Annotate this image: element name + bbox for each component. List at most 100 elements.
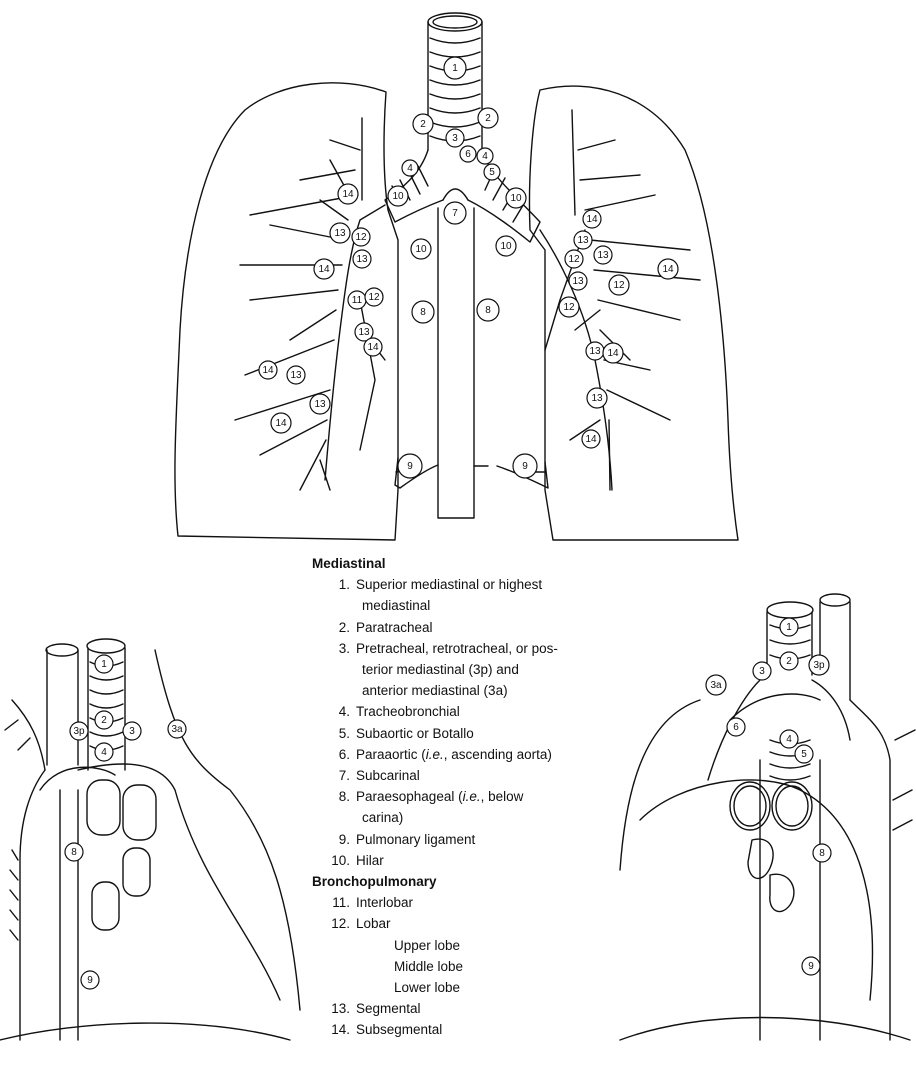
node-label: 14: [342, 189, 354, 200]
legend-continuation: carina): [312, 807, 632, 828]
node-station-12: 12: [365, 288, 383, 306]
node-label: 12: [563, 302, 575, 313]
legend-item: 10.Hilar: [312, 850, 632, 871]
node-label: 3: [452, 133, 458, 144]
node-station-9: 9: [81, 971, 99, 989]
legend-subitem: Lower lobe: [312, 977, 632, 998]
legend-item: 1.Superior mediastinal or highest: [312, 574, 632, 595]
node-station-12: 12: [565, 250, 583, 268]
node-label: 4: [786, 734, 792, 745]
node-label: 13: [572, 276, 584, 287]
legend-item: 7.Subcarinal: [312, 765, 632, 786]
node-station-3: 3: [123, 722, 141, 740]
node-label: 12: [355, 232, 367, 243]
node-label: 3p: [73, 726, 85, 737]
node-station-13: 13: [287, 366, 305, 384]
node-label: 13: [290, 370, 302, 381]
node-label: 3: [129, 726, 135, 737]
node-station-12: 12: [352, 228, 370, 246]
node-station-14: 14: [583, 210, 601, 228]
node-label: 1: [452, 63, 458, 74]
legend-item: 13.Segmental: [312, 998, 632, 1019]
node-station-1: 1: [95, 655, 113, 673]
right-lateral-view: [620, 594, 915, 1040]
node-label: 6: [733, 722, 739, 733]
node-label: 8: [485, 305, 491, 316]
node-label: 8: [819, 848, 825, 859]
node-station-13: 13: [594, 246, 612, 264]
legend-item: 3.Pretracheal, retrotracheal, or pos-: [312, 638, 632, 659]
node-label: 10: [500, 241, 512, 252]
node-station-9: 9: [513, 454, 537, 478]
node-label: 9: [87, 975, 93, 986]
node-label: 14: [318, 264, 330, 275]
node-label: 10: [510, 193, 522, 204]
legend-item: 11.Interlobar: [312, 892, 632, 913]
node-station-13: 13: [574, 231, 592, 249]
node-label: 2: [101, 715, 107, 726]
node-label: 14: [275, 418, 287, 429]
node-label: 13: [597, 250, 609, 261]
node-station-14: 14: [314, 259, 334, 279]
node-station-14: 14: [271, 413, 291, 433]
legend-item: 5.Subaortic or Botallo: [312, 723, 632, 744]
node-label: 12: [368, 292, 380, 303]
node-label: 13: [356, 254, 368, 265]
node-label: 2: [786, 656, 792, 667]
node-station-8: 8: [65, 843, 83, 861]
node-station-3a: 3a: [168, 720, 186, 738]
node-station-4: 4: [780, 730, 798, 748]
legend-item: 8.Paraesophageal (i.e., below: [312, 786, 632, 807]
node-label: 10: [392, 191, 404, 202]
node-station-3: 3: [446, 129, 464, 147]
node-label: 14: [585, 434, 597, 445]
node-station-10: 10: [496, 236, 516, 256]
node-label: 3a: [710, 680, 722, 691]
node-station-13: 13: [330, 223, 350, 243]
left-lateral-view: [0, 639, 300, 1040]
node-label: 5: [489, 167, 495, 178]
node-label: 9: [808, 961, 814, 972]
node-label: 13: [589, 346, 601, 357]
node-label: 10: [415, 244, 427, 255]
node-station-3a: 3a: [706, 675, 726, 695]
node-station-1: 1: [444, 57, 466, 79]
esophagus: [438, 208, 474, 518]
legend-subitem: Middle lobe: [312, 956, 632, 977]
node-station-3p: 3p: [70, 722, 88, 740]
node-station-12: 12: [559, 297, 579, 317]
node-label: 9: [522, 461, 528, 472]
node-station-10: 10: [411, 239, 431, 259]
node-label: 13: [358, 327, 370, 338]
legend-item: 2.Paratracheal: [312, 617, 632, 638]
legend-item: 14.Subsegmental: [312, 1019, 632, 1040]
node-station-2: 2: [413, 114, 433, 134]
node-station-4: 4: [477, 148, 493, 164]
node-station-11: 11: [348, 291, 366, 309]
node-label: 13: [591, 393, 603, 404]
node-label: 1: [101, 659, 107, 670]
node-label: 9: [407, 461, 413, 472]
legend-continuation: anterior mediastinal (3a): [312, 680, 632, 701]
node-station-14: 14: [582, 430, 600, 448]
node-label: 13: [314, 399, 326, 410]
node-station-4: 4: [95, 743, 113, 761]
node-station-1: 1: [780, 618, 798, 636]
node-station-4: 4: [402, 160, 418, 176]
node-label: 14: [586, 214, 598, 225]
node-label: 3a: [171, 724, 183, 735]
node-label: 4: [101, 747, 107, 758]
node-label: 14: [607, 348, 619, 359]
node-station-8: 8: [477, 299, 499, 321]
node-station-14: 14: [364, 338, 382, 356]
node-station-13: 13: [586, 342, 604, 360]
legend-item: 12.Lobar: [312, 913, 632, 934]
node-station-13: 13: [587, 388, 607, 408]
mediastinal-heading: Mediastinal: [312, 553, 632, 574]
right-lung-outline: [175, 83, 398, 540]
node-station-3: 3: [753, 662, 771, 680]
node-station-14: 14: [338, 184, 358, 204]
node-station-2: 2: [780, 652, 798, 670]
legend-continuation: mediastinal: [312, 595, 632, 616]
node-label: 13: [334, 228, 346, 239]
